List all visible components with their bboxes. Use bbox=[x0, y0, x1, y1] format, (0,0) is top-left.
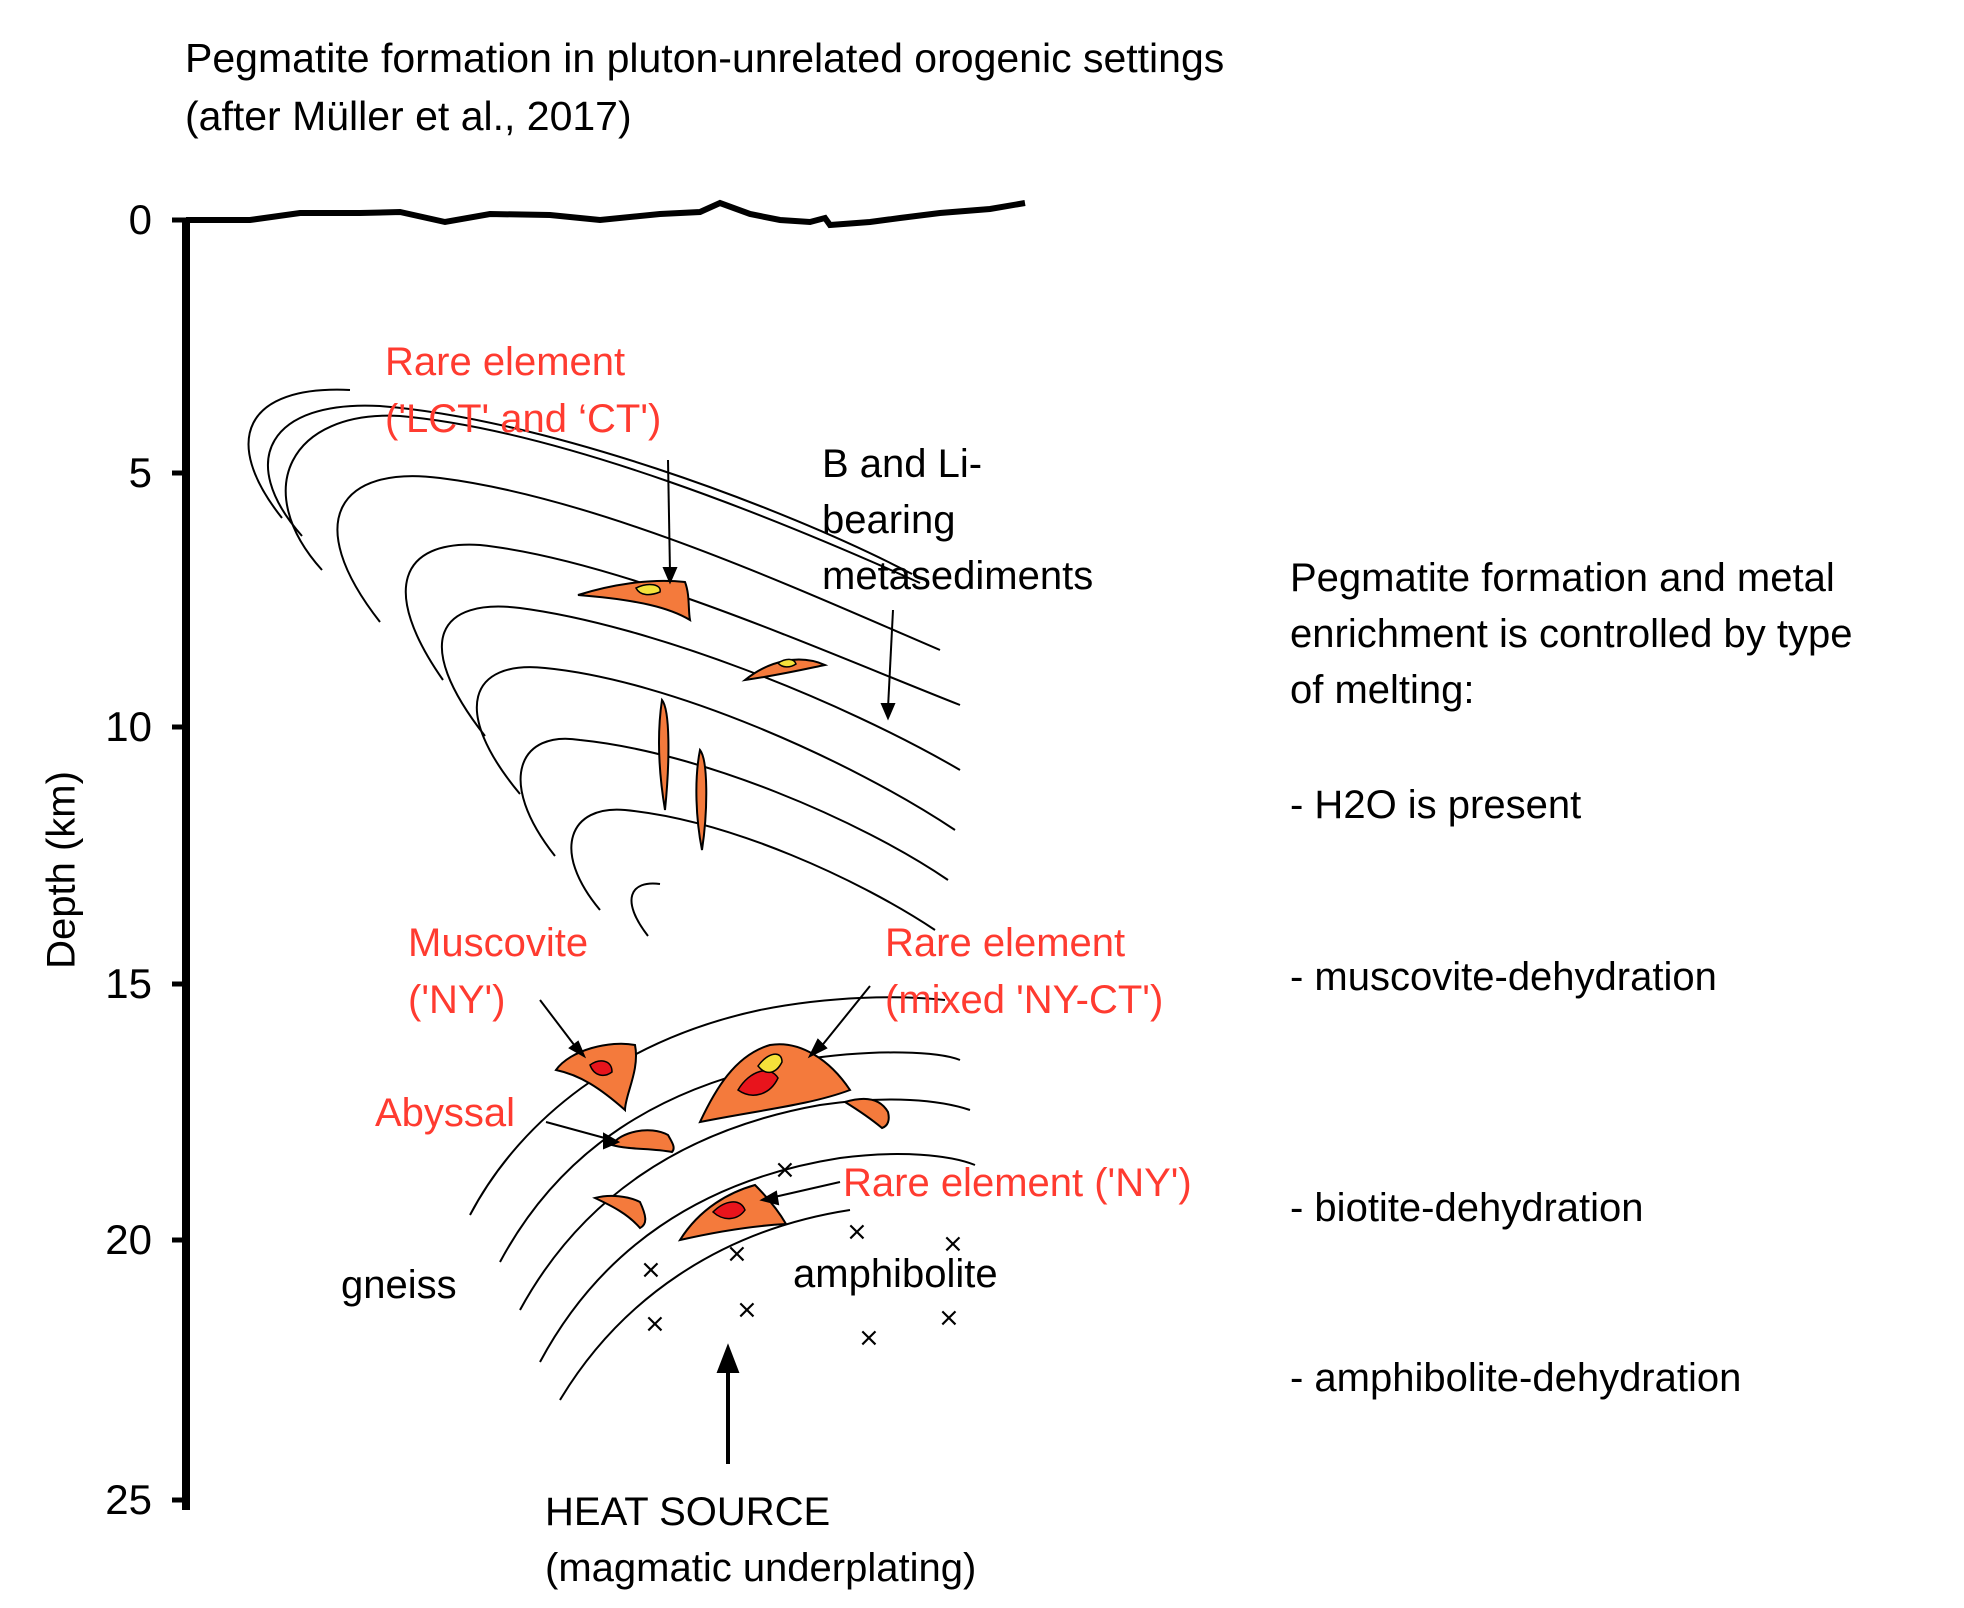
explanation-line-3: of melting: bbox=[1290, 668, 1475, 712]
pegmatite-right-small bbox=[842, 1097, 890, 1130]
pegmatite-rare-ny-core bbox=[711, 1201, 746, 1220]
label-rare-ny: Rare element ('NY') bbox=[843, 1161, 1192, 1205]
label-gneiss: gneiss bbox=[341, 1263, 457, 1307]
tick-label-5: 5 bbox=[128, 449, 152, 496]
label-muscovite-2: ('NY') bbox=[408, 978, 506, 1022]
explanation-item-h2o: - H2O is present bbox=[1290, 783, 1582, 827]
tick-label-15: 15 bbox=[105, 960, 152, 1007]
pegmatite-upper-2-core bbox=[776, 658, 797, 668]
pegmatite-left-lower bbox=[592, 1194, 647, 1230]
svg-text:×: × bbox=[774, 1155, 796, 1185]
svg-text:×: × bbox=[846, 1217, 868, 1247]
pegmatite-upper-1-core bbox=[634, 583, 661, 596]
label-rare-lct-ct-1: Rare element bbox=[385, 340, 626, 384]
depth-axis-label: Depth (km) bbox=[39, 771, 84, 969]
explanation-item-muscovite: - muscovite-dehydration bbox=[1290, 955, 1717, 999]
label-b-li-2: bearing bbox=[822, 498, 956, 542]
pegmatite-mixed-core-red bbox=[736, 1070, 779, 1096]
pegmatite-muscovite-core bbox=[589, 1060, 613, 1077]
pegmatite-abyssal bbox=[610, 1129, 675, 1154]
explanation-item-biotite: - biotite-dehydration bbox=[1290, 1186, 1644, 1230]
pegmatite-bodies bbox=[554, 579, 890, 1242]
label-heat-source-1: HEAT SOURCE bbox=[545, 1490, 831, 1534]
ground-surface bbox=[186, 199, 1026, 229]
svg-text:×: × bbox=[858, 1323, 880, 1353]
title-line-2: (after Müller et al., 2017) bbox=[185, 93, 632, 139]
depth-axis bbox=[172, 217, 190, 1510]
pegmatite-upper-1 bbox=[577, 579, 692, 623]
heat-source-arrowhead bbox=[716, 1343, 740, 1373]
label-b-li-3: metasediments bbox=[822, 554, 1094, 598]
tick-label-0: 0 bbox=[128, 196, 152, 243]
arrow-metasediments bbox=[887, 609, 894, 709]
label-heat-source-2: (magmatic underplating) bbox=[545, 1546, 977, 1590]
pointer-arrows bbox=[539, 459, 896, 1464]
pegmatite-dike-2 bbox=[695, 747, 708, 851]
tick-label-10: 10 bbox=[105, 703, 152, 750]
svg-text:×: × bbox=[736, 1295, 758, 1325]
label-amphibolite: amphibolite bbox=[793, 1252, 998, 1296]
tick-label-20: 20 bbox=[105, 1216, 152, 1263]
label-b-li-1: B and Li- bbox=[822, 442, 983, 486]
label-rare-lct-ct-2: ('LCT' and ‘CT') bbox=[385, 397, 662, 441]
arrow-muscovite bbox=[539, 999, 579, 1051]
arrow-lct bbox=[667, 459, 671, 573]
pegmatite-muscovite bbox=[554, 1042, 637, 1113]
metasediment-layers bbox=[247, 388, 961, 937]
label-muscovite-1: Muscovite bbox=[408, 921, 589, 965]
pegmatite-upper-2 bbox=[741, 658, 829, 682]
label-rare-mixed-2: (mixed 'NY-CT') bbox=[885, 978, 1164, 1022]
tick-label-25: 25 bbox=[105, 1476, 152, 1523]
explanation-line-1: Pegmatite formation and metal bbox=[1290, 556, 1835, 600]
explanation-item-amphibolite: - amphibolite-dehydration bbox=[1290, 1356, 1742, 1400]
svg-text:×: × bbox=[640, 1255, 662, 1285]
explanation-line-2: enrichment is controlled by type bbox=[1290, 612, 1853, 656]
pegmatite-mixed-core-yellow bbox=[757, 1053, 783, 1074]
label-rare-mixed-1: Rare element bbox=[885, 921, 1126, 965]
title-line-1: Pegmatite formation in pluton-unrelated … bbox=[185, 35, 1225, 81]
label-abyssal: Abyssal bbox=[375, 1091, 516, 1135]
pegmatite-dike-1 bbox=[657, 697, 670, 811]
arrow-abyssal bbox=[545, 1121, 613, 1141]
svg-text:×: × bbox=[726, 1239, 748, 1269]
svg-text:×: × bbox=[938, 1303, 960, 1333]
svg-text:×: × bbox=[942, 1229, 964, 1259]
amphibolite-marks: × × × × × × × × × bbox=[640, 1155, 964, 1353]
svg-text:×: × bbox=[644, 1309, 666, 1339]
arrow-mixed bbox=[819, 985, 871, 1049]
arrow-rare-ny bbox=[769, 1181, 841, 1199]
